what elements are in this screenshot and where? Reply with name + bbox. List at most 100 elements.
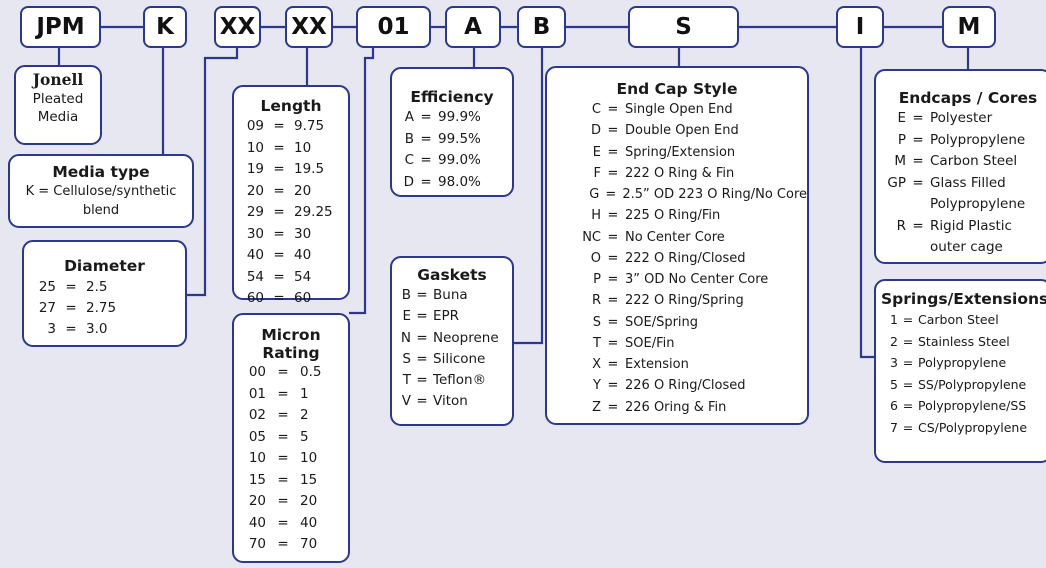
- equals-sign: =: [607, 293, 619, 309]
- list-item: 10=10: [246, 138, 348, 160]
- item-value: Carbon Steel: [930, 153, 1018, 169]
- item-value: outer cage: [930, 239, 1003, 255]
- item-code: B: [404, 130, 414, 147]
- item-value: 10: [300, 450, 318, 466]
- item-value: No Center Core: [625, 229, 725, 245]
- item-value: Extension: [625, 357, 689, 372]
- list-item: G=2.5” OD 223 O Ring/No Core: [559, 184, 807, 205]
- list-item: M=Carbon Steel: [884, 151, 1046, 173]
- code-segment-endcaps: M: [942, 6, 996, 48]
- item-value: SOE/Fin: [625, 335, 675, 351]
- item-value: 226 O Ring/Closed: [625, 378, 746, 394]
- item-value: 2.75: [86, 300, 117, 316]
- item-value: Viton: [433, 393, 468, 410]
- item-code: 54: [246, 268, 264, 285]
- list-item: X=Extension: [559, 354, 807, 375]
- springs-title: Springs/Extensions: [881, 290, 1046, 308]
- equals-sign: =: [912, 153, 924, 169]
- equals-sign: =: [902, 333, 914, 349]
- item-code: 20: [246, 182, 264, 199]
- list-item: 3=3.0: [32, 319, 185, 340]
- brand-name: Jonell: [32, 70, 84, 89]
- list-item: NC=No Center Core: [559, 227, 807, 248]
- list-item: 00=0.5: [248, 362, 348, 384]
- list-item: T=Teflon®: [397, 370, 512, 391]
- code-segment-springs: I: [836, 6, 884, 48]
- equals-sign: =: [607, 378, 619, 394]
- equals-sign: =: [912, 131, 924, 148]
- item-code: 6: [890, 398, 898, 413]
- micron-title-line1: Micron: [261, 326, 321, 344]
- equals-sign: =: [277, 428, 289, 445]
- item-code: 10: [248, 450, 266, 466]
- equals-sign: =: [416, 287, 428, 303]
- list-item: D=Double Open End: [559, 120, 807, 141]
- equals-sign: =: [607, 229, 619, 245]
- item-code: D: [403, 173, 414, 190]
- item-code: O: [590, 250, 601, 266]
- equals-sign: =: [273, 182, 285, 199]
- item-value: 10: [294, 139, 312, 156]
- jonell-box: Jonell Pleated Media: [14, 65, 102, 145]
- item-code: Z: [592, 399, 601, 415]
- item-value: 19.5: [294, 161, 325, 177]
- item-code: 00: [248, 364, 266, 380]
- item-code: Y: [593, 378, 601, 394]
- list-item: H=225 O Ring/Fin: [559, 205, 807, 226]
- equals-sign: =: [902, 312, 914, 327]
- equals-sign: =: [277, 450, 289, 466]
- list-item: 30=30: [246, 224, 348, 246]
- item-value: 99.5%: [438, 130, 481, 147]
- equals-sign: =: [420, 130, 432, 147]
- item-code: 30: [246, 225, 264, 242]
- code-segment-k: K: [143, 6, 187, 48]
- item-code: 10: [246, 139, 264, 156]
- equals-sign: =: [912, 110, 924, 126]
- list-item: E=Polyester: [884, 108, 1046, 130]
- item-code: C: [404, 152, 414, 168]
- item-value: 2: [300, 407, 309, 423]
- list-item: 70=70: [248, 534, 348, 556]
- code-segment-efficiency: A: [445, 6, 501, 48]
- list-item: Polypropylene: [884, 194, 1046, 216]
- list-item: outer cage: [884, 237, 1046, 259]
- item-value: Polypropylene: [918, 355, 1007, 370]
- list-item: 20 = 20: [246, 181, 348, 203]
- list-item: A=99.9%: [402, 107, 512, 129]
- equals-sign: =: [416, 372, 428, 389]
- item-code: 40: [248, 514, 266, 531]
- efficiency-title: Efficiency: [410, 88, 494, 106]
- list-item: 25=2.5: [32, 277, 185, 298]
- equals-sign: [906, 194, 930, 216]
- equals-sign: =: [605, 187, 617, 202]
- list-item: C=99.0%: [402, 150, 512, 172]
- item-code: V: [401, 393, 411, 410]
- efficiency-box: Efficiency A=99.9%B = 99.5% C=99.0%D=98.0%: [390, 67, 514, 197]
- list-item: 15=15: [248, 470, 348, 492]
- media-type-line2: blend: [82, 203, 120, 218]
- list-item: 20=20: [248, 491, 348, 513]
- item-value: 226 Oring & Fin: [625, 399, 727, 415]
- list-item: 6=Polypropylene/SS: [888, 395, 1046, 417]
- equals-sign: =: [912, 174, 924, 191]
- item-code: 3: [890, 355, 898, 370]
- list-item: D=98.0%: [402, 172, 512, 194]
- item-code: N: [400, 329, 411, 346]
- item-code: [884, 237, 906, 259]
- item-code: 40: [246, 247, 264, 263]
- equals-sign: =: [902, 419, 914, 435]
- item-value: Polypropylene/SS: [918, 398, 1027, 413]
- equals-sign: =: [902, 355, 914, 370]
- code-segment-gasket: B: [517, 6, 566, 48]
- list-item: 09=9.75: [246, 116, 348, 138]
- equals-sign: =: [607, 272, 619, 287]
- item-value: EPR: [433, 308, 460, 325]
- item-value: 20: [294, 182, 312, 199]
- item-value: Carbon Steel: [918, 312, 999, 327]
- item-value: Rigid Plastic: [930, 217, 1012, 234]
